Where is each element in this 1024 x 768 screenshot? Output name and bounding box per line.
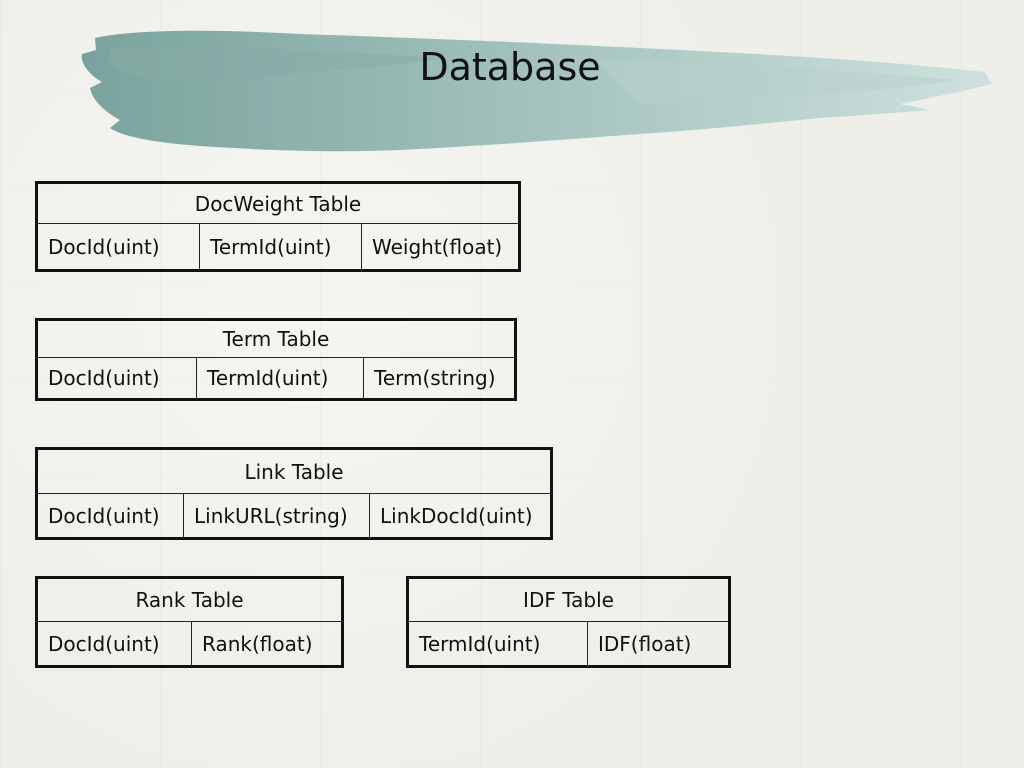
- idf-table: IDF Table TermId(uint) IDF(float): [406, 576, 731, 668]
- docweight-table: DocWeight Table DocId(uint) TermId(uint)…: [35, 181, 521, 272]
- rank-table-title: Rank Table: [36, 577, 343, 622]
- link-column-linkdocid: LinkDocId(uint): [369, 493, 552, 539]
- rank-column-rank: Rank(float): [191, 621, 343, 667]
- link-column-docid: DocId(uint): [36, 493, 184, 539]
- link-table-title: Link Table: [36, 448, 552, 494]
- docweight-column-docid: DocId(uint): [36, 223, 200, 271]
- term-table: Term Table DocId(uint) TermId(uint) Term…: [35, 318, 517, 401]
- docweight-table-title: DocWeight Table: [36, 182, 520, 224]
- idf-table-title: IDF Table: [407, 577, 730, 622]
- rank-table: Rank Table DocId(uint) Rank(float): [35, 576, 344, 668]
- term-column-docid: DocId(uint): [36, 357, 197, 400]
- idf-column-termid: TermId(uint): [407, 621, 588, 667]
- link-column-linkurl: LinkURL(string): [183, 493, 370, 539]
- term-column-term: Term(string): [363, 357, 516, 400]
- link-table: Link Table DocId(uint) LinkURL(string) L…: [35, 447, 553, 540]
- term-column-termid: TermId(uint): [196, 357, 364, 400]
- slide-title: Database: [419, 45, 601, 89]
- idf-column-idf: IDF(float): [587, 621, 730, 667]
- rank-column-docid: DocId(uint): [36, 621, 192, 667]
- brush-stroke-banner: [81, 30, 993, 152]
- term-table-title: Term Table: [36, 319, 516, 358]
- docweight-column-termid: TermId(uint): [199, 223, 362, 271]
- docweight-column-weight: Weight(float): [361, 223, 520, 271]
